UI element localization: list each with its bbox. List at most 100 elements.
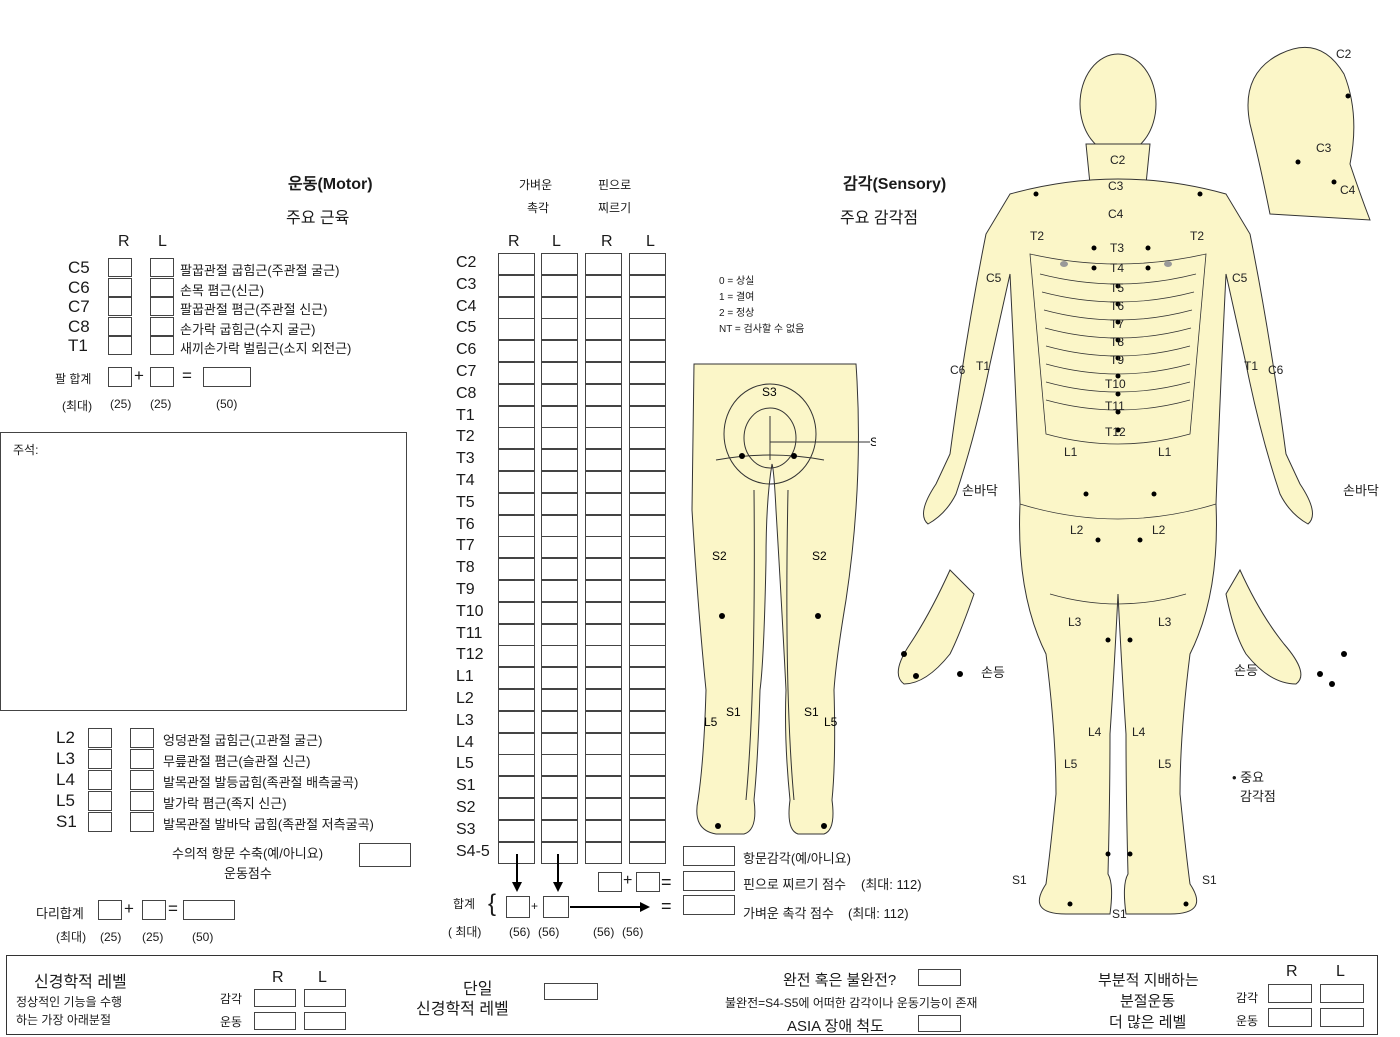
sensory-score-cell[interactable] <box>541 362 578 384</box>
sensory-score-cell[interactable] <box>541 514 578 537</box>
sensory-score-cell[interactable] <box>498 471 535 493</box>
sensory-score-cell[interactable] <box>629 558 666 581</box>
pin-total-r[interactable] <box>598 872 622 892</box>
sensory-score-cell[interactable] <box>629 689 666 711</box>
lower-motor-r-field[interactable] <box>88 812 112 832</box>
sensory-score-cell[interactable] <box>585 492 622 515</box>
upper-motor-r-field[interactable] <box>108 297 132 316</box>
sensory-score-cell[interactable] <box>498 776 535 799</box>
sensory-score-cell[interactable] <box>629 427 666 450</box>
sensory-score-cell[interactable] <box>541 732 578 755</box>
sensory-score-cell[interactable] <box>585 405 622 428</box>
sensory-score-cell[interactable] <box>629 841 666 864</box>
sensory-score-cell[interactable] <box>498 536 535 559</box>
sensory-score-cell[interactable] <box>629 645 666 668</box>
sensory-score-cell[interactable] <box>629 601 666 624</box>
sensory-score-cell[interactable] <box>541 383 578 406</box>
sensory-score-cell[interactable] <box>498 362 535 384</box>
asia-scale-field[interactable] <box>918 1015 961 1032</box>
sensory-score-cell[interactable] <box>585 580 622 602</box>
sensory-score-cell[interactable] <box>629 253 666 275</box>
sensory-score-cell[interactable] <box>629 798 666 820</box>
sensory-score-cell[interactable] <box>585 645 622 668</box>
lower-motor-l-field[interactable] <box>130 791 154 811</box>
sensory-score-cell[interactable] <box>541 449 578 472</box>
upper-motor-l-field[interactable] <box>150 277 174 297</box>
comments-box[interactable]: 주석: <box>0 432 407 711</box>
sensory-score-cell[interactable] <box>585 754 622 777</box>
sensory-score-cell[interactable] <box>498 514 535 537</box>
sensory-score-cell[interactable] <box>498 623 535 646</box>
sensory-score-cell[interactable] <box>629 819 666 842</box>
leg-total-r-field[interactable] <box>98 900 122 920</box>
sensory-score-cell[interactable] <box>498 449 535 472</box>
neuro-sensory-l-field[interactable] <box>304 989 346 1007</box>
sensory-score-cell[interactable] <box>585 514 622 537</box>
sensory-score-cell[interactable] <box>629 580 666 602</box>
sensory-score-cell[interactable] <box>585 274 622 297</box>
light-touch-total-r[interactable] <box>506 896 530 918</box>
sensory-score-cell[interactable] <box>629 318 666 341</box>
neuro-motor-l-field[interactable] <box>304 1012 346 1030</box>
lower-motor-r-field[interactable] <box>88 770 112 790</box>
sensory-score-cell[interactable] <box>629 383 666 406</box>
sensory-score-cell[interactable] <box>541 471 578 493</box>
lower-motor-r-field[interactable] <box>88 791 112 811</box>
sensory-score-cell[interactable] <box>498 318 535 341</box>
sensory-score-cell[interactable] <box>629 362 666 384</box>
sensory-score-cell[interactable] <box>585 601 622 624</box>
light-touch-total-l[interactable] <box>543 896 569 918</box>
sensory-score-cell[interactable] <box>629 732 666 755</box>
sensory-score-cell[interactable] <box>498 580 535 602</box>
sensory-score-cell[interactable] <box>585 841 622 864</box>
sensory-score-cell[interactable] <box>541 340 578 363</box>
sensory-score-cell[interactable] <box>498 732 535 755</box>
sensory-score-cell[interactable] <box>629 449 666 472</box>
zpp-sensory-l-field[interactable] <box>1320 984 1364 1003</box>
sensory-score-cell[interactable] <box>629 710 666 733</box>
pin-total-l[interactable] <box>636 872 660 892</box>
sensory-score-cell[interactable] <box>541 623 578 646</box>
lower-motor-l-field[interactable] <box>130 770 154 790</box>
zpp-motor-l-field[interactable] <box>1320 1008 1364 1027</box>
sensory-score-cell[interactable] <box>541 492 578 515</box>
sensory-score-cell[interactable] <box>541 710 578 733</box>
sensory-score-cell[interactable] <box>498 427 535 450</box>
sensory-score-cell[interactable] <box>498 253 535 275</box>
sensory-score-cell[interactable] <box>541 754 578 777</box>
sensory-score-cell[interactable] <box>541 253 578 275</box>
sensory-score-cell[interactable] <box>585 427 622 450</box>
sensory-score-cell[interactable] <box>629 667 666 690</box>
sensory-score-cell[interactable] <box>629 471 666 493</box>
zpp-sensory-r-field[interactable] <box>1268 984 1312 1003</box>
arm-total-l-field[interactable] <box>150 367 174 387</box>
sensory-score-cell[interactable] <box>629 514 666 537</box>
sensory-score-cell[interactable] <box>629 274 666 297</box>
sensory-score-cell[interactable] <box>541 689 578 711</box>
lower-motor-l-field[interactable] <box>130 812 154 832</box>
sensory-score-cell[interactable] <box>629 296 666 319</box>
sensory-score-cell[interactable] <box>629 623 666 646</box>
sensory-score-cell[interactable] <box>585 318 622 341</box>
sensory-score-cell[interactable] <box>541 841 578 864</box>
sensory-score-cell[interactable] <box>585 296 622 319</box>
sensory-score-cell[interactable] <box>585 471 622 493</box>
leg-total-l-field[interactable] <box>142 900 166 920</box>
sensory-score-cell[interactable] <box>585 667 622 690</box>
neuro-sensory-r-field[interactable] <box>254 989 296 1007</box>
sensory-score-cell[interactable] <box>541 558 578 581</box>
upper-motor-r-field[interactable] <box>108 336 132 355</box>
upper-motor-r-field[interactable] <box>108 316 132 336</box>
anal-sensation-field[interactable] <box>683 846 735 866</box>
sensory-score-cell[interactable] <box>498 340 535 363</box>
lower-motor-l-field[interactable] <box>130 749 154 769</box>
lower-motor-r-field[interactable] <box>88 728 112 748</box>
sensory-score-cell[interactable] <box>541 645 578 668</box>
sensory-score-cell[interactable] <box>585 623 622 646</box>
sensory-score-cell[interactable] <box>585 710 622 733</box>
light-score-field[interactable] <box>683 895 735 915</box>
upper-motor-l-field[interactable] <box>150 297 174 316</box>
sensory-score-cell[interactable] <box>629 754 666 777</box>
lower-motor-l-field[interactable] <box>130 728 154 748</box>
sensory-score-cell[interactable] <box>498 689 535 711</box>
